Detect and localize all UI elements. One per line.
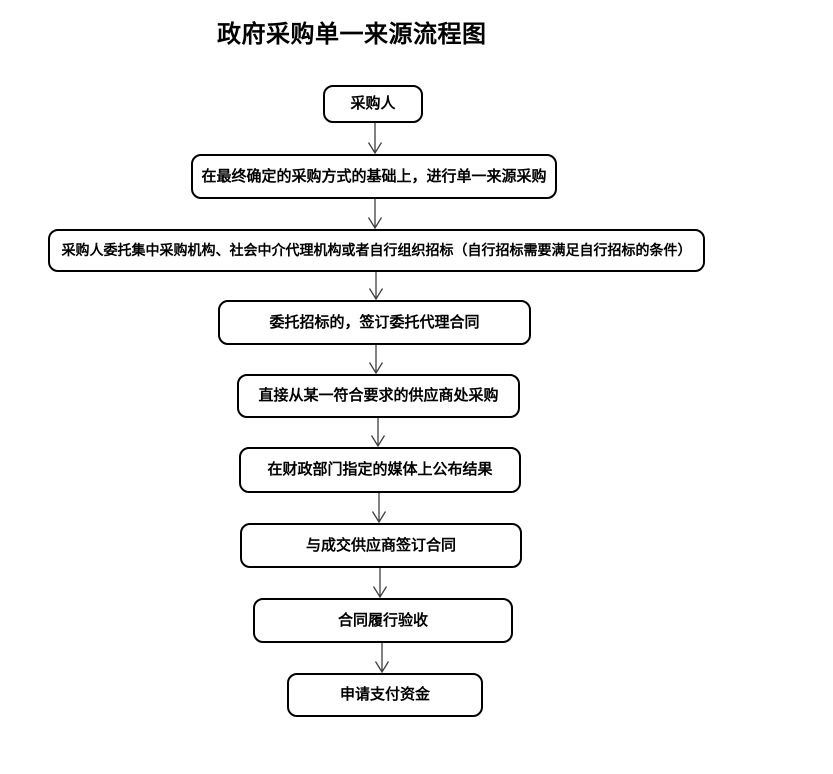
arrow-down-icon	[367, 123, 383, 155]
flow-node-sign-contract: 与成交供应商签订合同	[240, 523, 522, 568]
arrow-down-icon	[368, 345, 384, 375]
arrow-down-icon	[367, 199, 383, 230]
flow-node-payment-request: 申请支付资金	[287, 673, 483, 717]
flow-node-single-source-basis: 在最终确定的采购方式的基础上，进行单一来源采购	[191, 154, 557, 199]
arrow-down-icon	[372, 568, 388, 599]
page-title: 政府采购单一来源流程图	[217, 22, 487, 48]
flow-node-label: 合同履行验收	[337, 611, 428, 629]
arrow-down-icon	[370, 418, 386, 448]
flow-node-agency-contract: 委托招标的，签订委托代理合同	[218, 300, 531, 345]
flow-node-publish-result: 在财政部门指定的媒体上公布结果	[239, 447, 521, 493]
flow-node-label: 采购人	[350, 95, 396, 112]
flow-node-label: 与成交供应商签订合同	[305, 536, 456, 554]
flow-node-entrust-or-self-tender: 采购人委托集中采购机构、社会中介代理机构或者自行组织招标（自行招标需要满足自行招…	[48, 229, 705, 272]
flow-node-label: 采购人委托集中采购机构、社会中介代理机构或者自行组织招标（自行招标需要满足自行招…	[61, 242, 692, 259]
arrow-down-icon	[371, 493, 387, 524]
flow-node-label: 申请支付资金	[339, 686, 430, 703]
flow-node-label: 在最终确定的采购方式的基础上，进行单一来源采购	[201, 167, 547, 185]
flow-node-purchaser: 采购人	[323, 85, 423, 123]
flow-node-direct-purchase: 直接从某一符合要求的供应商处采购	[237, 374, 520, 418]
flow-node-label: 直接从某一符合要求的供应商处采购	[258, 387, 499, 404]
arrow-down-icon	[368, 272, 384, 301]
flow-node-label: 委托招标的，签订委托代理合同	[269, 313, 480, 331]
flow-node-label: 在财政部门指定的媒体上公布结果	[267, 461, 493, 478]
arrow-down-icon	[374, 643, 390, 674]
flow-node-contract-acceptance: 合同履行验收	[253, 598, 513, 643]
